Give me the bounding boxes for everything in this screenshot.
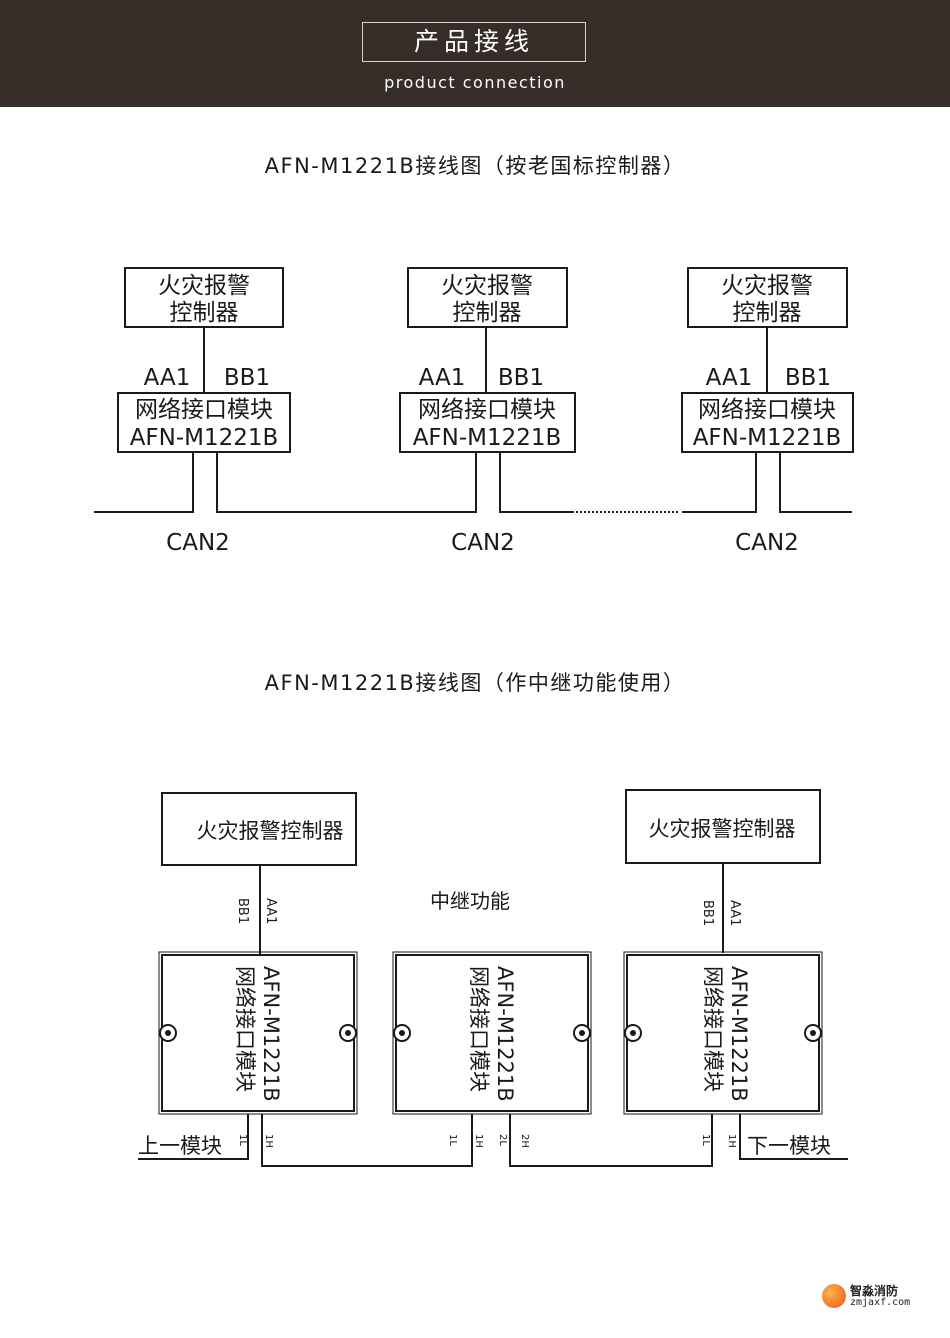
header-banner: 产品接线 product connection [0, 0, 950, 107]
diagram2-title: AFN-M1221B接线图（作中继功能使用） [264, 671, 686, 695]
module-model: AFN-M1221B [493, 966, 517, 1102]
terminal-2l: 2L [497, 1134, 508, 1146]
terminal-1l: 1L [447, 1134, 458, 1146]
module-label: 网络接口模块 [701, 966, 725, 1092]
module-model: AFN-M1221B [413, 425, 562, 451]
port-label-bb1: BB1 [224, 365, 270, 391]
port-label-aa1: AA1 [144, 365, 191, 391]
relay-label: 中继功能 [430, 889, 510, 913]
next-module-label: 下一模块 [747, 1134, 831, 1158]
module-label: 网络接口模块 [135, 397, 273, 423]
page-subtitle: product connection [384, 73, 566, 92]
module-model: AFN-M1221B [727, 966, 751, 1102]
brand-url: zmjaxf.com [850, 1297, 911, 1308]
controller-label: 火灾报警 [441, 273, 533, 299]
controller-label: 火灾报警控制器 [197, 819, 344, 843]
port-label-aa1: AA1 [263, 898, 278, 924]
controller-label: 控制器 [170, 300, 239, 326]
page-title: 产品接线 [362, 22, 586, 62]
module-model: AFN-M1221B [130, 425, 279, 451]
diagram1-title: AFN-M1221B接线图（按老国标控制器） [264, 154, 686, 178]
can2-label: CAN2 [451, 530, 515, 556]
port-label-aa1: AA1 [419, 365, 466, 391]
terminal-1h: 1H [726, 1134, 737, 1148]
port-label-bb1: BB1 [498, 365, 544, 391]
controller-label: 火灾报警控制器 [649, 817, 796, 841]
module-label: 网络接口模块 [698, 397, 836, 423]
module-label: 网络接口模块 [467, 966, 491, 1092]
module-model: AFN-M1221B [693, 425, 842, 451]
terminal-1l: 1L [700, 1134, 711, 1146]
port-label-bb1: BB1 [235, 898, 250, 924]
terminal-2h: 2H [519, 1134, 530, 1148]
brand-logo-icon [822, 1284, 846, 1308]
controller-label: 控制器 [733, 300, 802, 326]
terminal-1h: 1H [263, 1134, 274, 1148]
controller-label: 控制器 [453, 300, 522, 326]
can2-label: CAN2 [735, 530, 799, 556]
terminal-1h: 1H [473, 1134, 484, 1148]
controller-label: 火灾报警 [158, 273, 250, 299]
brand-name: 智淼消防 [850, 1284, 899, 1298]
port-label-bb1: BB1 [700, 900, 715, 926]
port-label-aa1: AA1 [727, 900, 742, 926]
module-model: AFN-M1221B [259, 966, 283, 1102]
module-label: 网络接口模块 [418, 397, 556, 423]
prev-module-label: 上一模块 [138, 1134, 222, 1158]
controller-label: 火灾报警 [721, 273, 813, 299]
port-label-bb1: BB1 [785, 365, 831, 391]
wiring-diagram-relay [138, 789, 848, 1167]
port-label-aa1: AA1 [706, 365, 753, 391]
terminal-1l: 1L [237, 1134, 248, 1146]
brand-watermark: 智淼消防 zmjaxf.com [822, 1282, 942, 1314]
can2-label: CAN2 [166, 530, 230, 556]
module-label: 网络接口模块 [233, 966, 257, 1092]
